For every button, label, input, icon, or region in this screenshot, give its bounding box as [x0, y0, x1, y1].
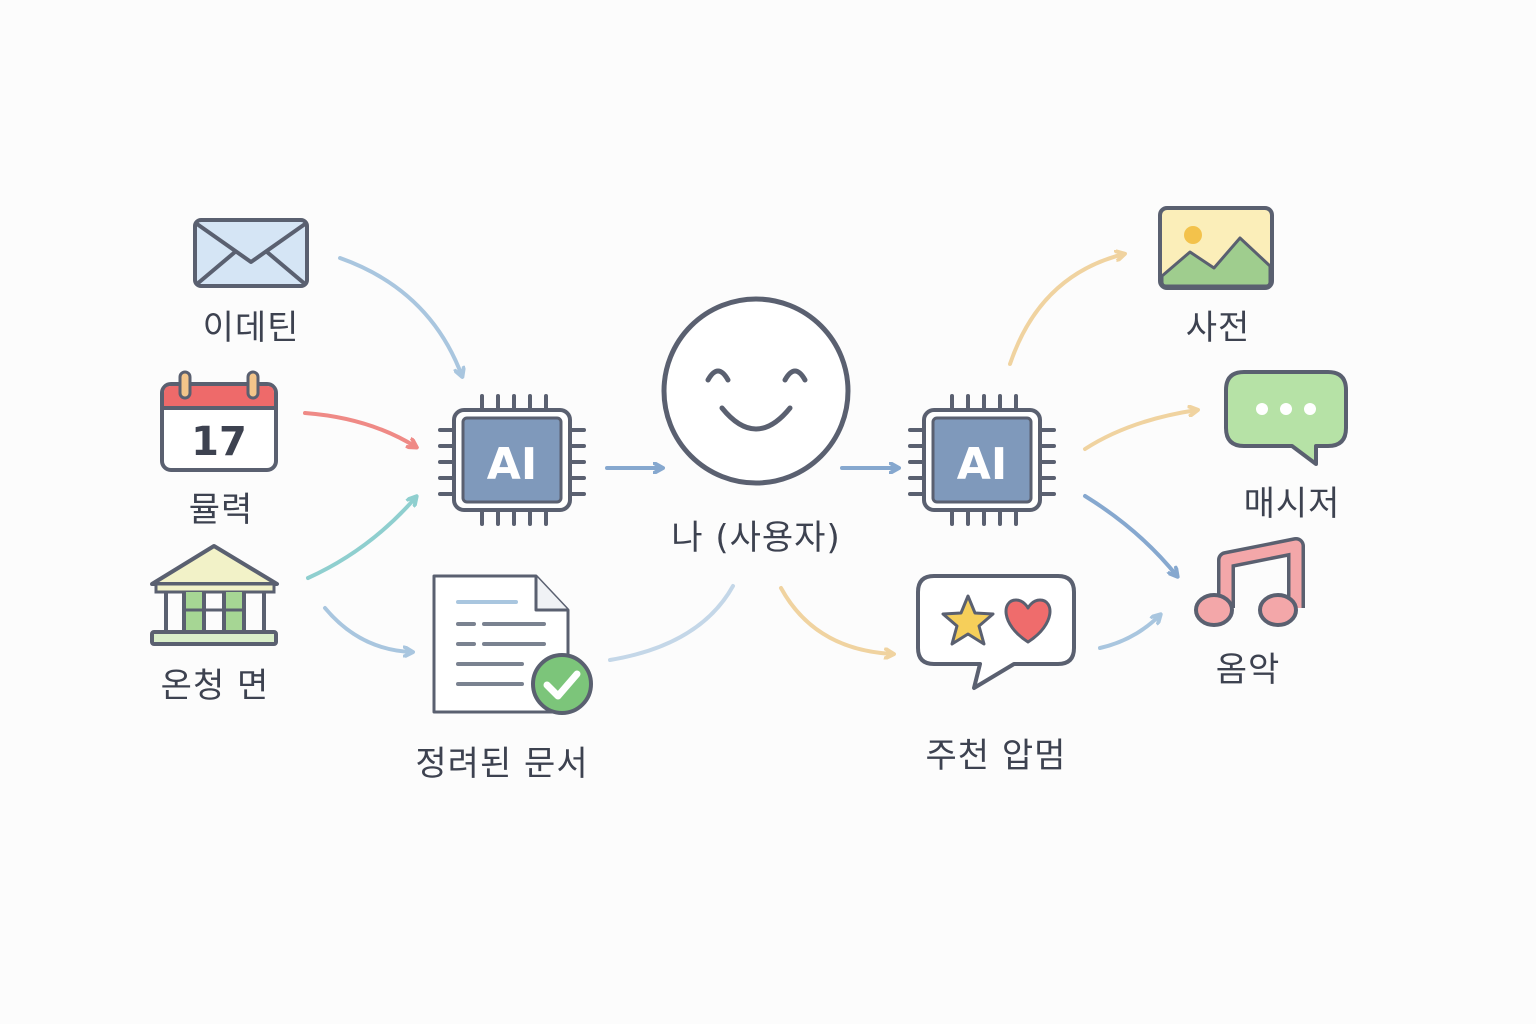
- check-circle-icon: [531, 653, 593, 715]
- email-label: 이데틴: [202, 308, 300, 348]
- arrows: [303, 254, 1197, 662]
- user-label: 나 (사용자): [671, 518, 841, 558]
- arrow-calendar-to-ai: [303, 411, 416, 447]
- music-note-icon: [1194, 537, 1305, 627]
- star-icon: [941, 594, 995, 646]
- bank-label: 온청 면: [160, 666, 270, 706]
- calendar-day-number: 17: [191, 419, 247, 465]
- ai-chip-right: AI: [908, 394, 1056, 526]
- arrow-user-to-recommendation: [779, 586, 893, 654]
- calendar-label: 뮬력: [188, 490, 254, 530]
- arrow-ai-to-music: [1083, 494, 1177, 576]
- message-bubble-icon: [1224, 370, 1348, 466]
- arrow-email-to-ai: [338, 256, 462, 376]
- arrow-user-document-link: [608, 584, 735, 662]
- music-label: 옴악: [1215, 650, 1281, 690]
- recommendation-label: 주천 압멈: [925, 736, 1067, 776]
- ai-chip-left: AI: [438, 394, 586, 526]
- arrow-bank-to-document: [323, 606, 412, 652]
- message-label: 매시저: [1243, 484, 1341, 524]
- photo-icon: [1158, 206, 1274, 290]
- ai-chip-right-text: AI: [957, 439, 1007, 490]
- photo-label: 사전: [1185, 308, 1251, 348]
- calendar-icon: 17: [160, 370, 278, 472]
- recommendation-bubble-icon: [916, 574, 1076, 690]
- arrow-ai-to-photo: [1008, 254, 1124, 366]
- arrow-ai-to-message: [1083, 410, 1197, 451]
- document-label: 정려된 문서: [415, 744, 589, 784]
- bank-icon: [150, 544, 279, 646]
- arrow-recommendation-to-music: [1098, 615, 1160, 650]
- ai-chip-left-text: AI: [487, 439, 537, 490]
- arrow-bank-to-ai: [306, 497, 416, 580]
- smiley-face-icon: [661, 296, 851, 486]
- envelope-icon: [193, 218, 309, 288]
- heart-icon: [1004, 598, 1052, 644]
